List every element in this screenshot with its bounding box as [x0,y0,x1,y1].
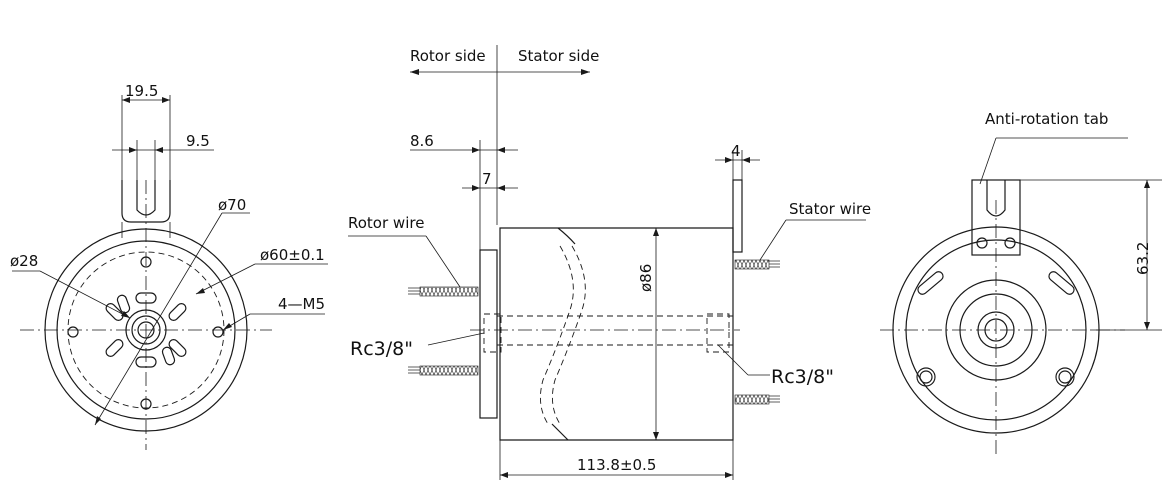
rotor-wires [408,286,479,376]
dim-4-m5: 4—M5 [278,295,325,313]
left-end-view: 19.5 9.5 ø70 ø28 ø60±0.1 4—M5 [10,82,328,450]
dim-dia-60: ø60±0.1 [260,246,325,264]
label-rotor-side: Rotor side [410,47,486,65]
label-port-right: Rc3/8" [771,366,834,388]
label-port-left: Rc3/8" [350,338,413,360]
side-view: Rotor side Stator side 8.6 7 [348,45,871,480]
label-anti-rotation-tab: Anti-rotation tab [985,110,1108,128]
dim-63-2: 63.2 [1134,242,1152,275]
dim-8-6: 8.6 [410,132,434,150]
label-stator-wire: Stator wire [789,200,871,218]
dim-dia-70: ø70 [218,196,246,214]
dim-dia-86: ø86 [637,264,655,292]
dim-19-5: 19.5 [125,82,158,100]
left-slots [105,292,187,368]
stator-wires [734,259,780,405]
dim-9-5: 9.5 [186,132,210,150]
dim-dia-28: ø28 [10,252,38,270]
label-stator-side: Stator side [518,47,599,65]
dim-7: 7 [482,170,492,188]
dim-4: 4 [731,142,741,160]
label-rotor-wire: Rotor wire [348,214,424,232]
right-end-view: Anti-rotation tab 63.2 [880,110,1162,455]
dim-length: 113.8±0.5 [577,456,656,474]
